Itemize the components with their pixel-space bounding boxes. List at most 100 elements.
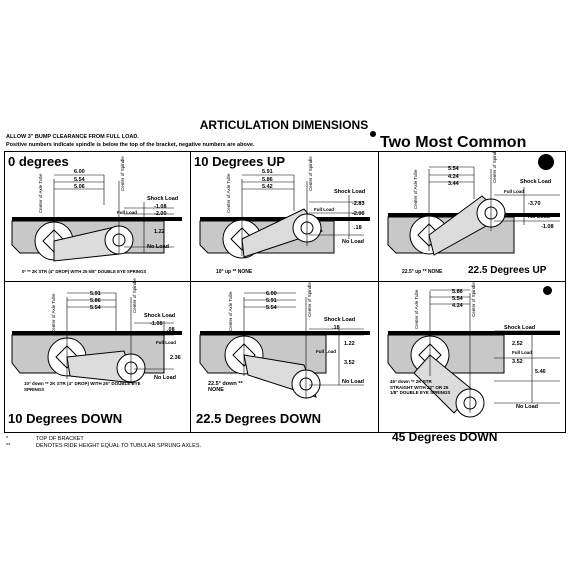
load-value: 3.52 [512,359,523,365]
panel-caption: 22.5° up ** NONE [402,269,443,275]
no-load-label: No Load [147,244,169,250]
dimension-value: 6.00 [266,291,277,297]
axle-tube-label: Center of Axle Tube [51,293,56,333]
panel-heading: 22.5 Degrees UP [468,265,547,276]
grid-frame [4,151,566,433]
spindle-label: Center of Spindle [120,156,125,191]
spindle-label: Center of Spindle [132,278,137,313]
spindle-label: Center of Spindle [492,151,497,183]
articulation-diagram-grid: 0 degrees 6.00 5.54 5.06 Shock Load -1.0… [4,151,566,433]
axle-tube-label: Center of Axle Tube [226,173,231,213]
full-load-label: Full Load [314,207,334,212]
dimension-value: 5.91 [266,298,277,304]
dimension-value: 3.44 [448,181,460,187]
full-load-label: Full Load [156,340,176,345]
footnote-mark: ** [6,443,11,449]
load-value: -1.08 [541,224,554,230]
dimension-value: 5.91 [90,291,101,297]
shock-load-label: Shock Load [520,179,551,185]
panel-caption: 10° down ** 2K STR (4" DROP) WITH 25" DO… [24,381,141,392]
dimension-value: 5.54 [90,305,102,311]
panel-22-5-degrees-up: 5.54 4.24 3.44 Shock Load Full Load -3.7… [387,151,560,276]
load-value: -2.00 [154,211,167,217]
load-value: -2.00 [352,211,365,217]
footnote-text: TOP OF BRACKET [36,436,84,442]
no-load-label: No Load [342,239,364,245]
panel-caption: 45° down ** 2K STR STRAIGHT WITH 22" OR … [390,379,451,395]
load-value: 2.52 [512,341,523,347]
panel-0-degrees: 0 degrees 6.00 5.54 5.06 Shock Load -1.0… [8,154,182,274]
no-load-label: No Load [342,379,364,385]
dimension-value: 5.54 [266,305,278,311]
spindle-label: Center of Spindle [308,156,313,191]
load-value: -2.83 [352,201,365,207]
load-value: -1.08 [150,321,163,327]
load-value: .08 [167,327,175,333]
dimension-value: 5.54 [448,166,460,172]
footnote-mark: * [6,436,9,442]
common-label: Two Most Common [380,134,527,151]
full-load-label: Full Load [512,350,532,355]
dimension-value: 4.24 [452,303,464,309]
panel-22-5-degrees-down: 6.00 5.91 5.54 Shock Load .18 1.22 Full … [196,282,370,426]
panel-45-degrees-down: 5.86 5.54 4.24 Shock Load 2.52 Full Load… [387,282,560,418]
spindle-label: Center of Spindle [307,282,312,317]
panel-caption: 22.5° down ** NONE [208,381,243,393]
marker-dot [543,286,552,295]
frame-rail [200,331,370,335]
load-value: .18 [332,325,340,331]
dimension-value: 6.00 [74,169,85,175]
axle-tube-label: Center of Axle Tube [228,291,233,331]
frame-rail [12,217,182,221]
dimension-value: 4.24 [448,174,460,180]
axle-tube-label: Center of Axle Tube [38,173,43,213]
shock-load-label: Shock Load [144,313,175,319]
axle-tube-label: Center of Axle Tube [414,289,419,329]
shock-load-label: Shock Load [504,325,535,331]
load-value: 1.22 [154,229,165,235]
full-load-label: Full Load [316,349,336,354]
footnote-text: DENOTES RIDE HEIGHT EQUAL TO TUBULAR SPR… [36,443,202,449]
no-load-label: No Load [516,404,538,410]
spindle-label: Center of Spindle [471,282,476,317]
panel-heading: 10 Degrees UP [194,154,285,169]
full-load-label: Full Load [504,189,524,194]
panel-caption: 0° ** 2K STR (4" DROP) WITH 25 5/8" DOUB… [22,269,146,274]
shock-load-label: Shock Load [147,196,178,202]
no-load-label: No Load [154,375,176,381]
marker-dot [538,154,554,170]
panel-heading: 0 degrees [8,154,69,169]
note-sign-convention: Positive numbers indicate spindle is bel… [6,142,255,148]
load-value: -3.70 [528,201,541,207]
dimension-value: 5.91 [262,169,273,175]
marker-dot [370,131,376,137]
full-load-label: Full Load [117,210,137,215]
load-value: 1.22 [344,341,355,347]
load-value: .18 [354,225,362,231]
load-value: -1.08 [154,204,167,210]
dimension-value: 5.42 [262,184,273,190]
load-value: 3.52 [344,360,355,366]
dimension-value: 5.06 [74,184,85,190]
frame-rail [388,331,560,335]
frame-rail [12,331,182,335]
dimension-value: 5.54 [74,177,86,183]
dimension-value: 5.86 [452,289,463,295]
no-load-label: No Load [528,214,550,220]
note-bump-clearance: ALLOW 3" BUMP CLEARANCE FROM FULL LOAD. [6,134,139,140]
shock-load-label: Shock Load [334,189,365,195]
page-title: ARTICULATION DIMENSIONS [199,118,369,132]
panel-heading: 22.5 Degrees DOWN [196,411,321,426]
dimension-value: 5.54 [452,296,464,302]
panel-10-degrees-down: 5.91 5.86 5.54 Shock Load -1.08 .08 Full… [8,278,182,426]
panel-caption: 10° up ** NONE [216,269,253,275]
panel-heading: 10 Degrees DOWN [8,411,122,426]
torsion-arm [66,350,135,384]
panel-heading-45-degrees-down: 45 Degrees DOWN [392,430,498,444]
load-value: 5.46 [535,369,546,375]
panel-10-degrees-up: 10 Degrees UP 5.91 5.86 5.42 Shock Load … [194,154,370,275]
dimension-value: 5.86 [262,177,273,183]
load-value: 2.36 [170,355,181,361]
shock-load-label: Shock Load [324,317,355,323]
axle-tube-label: Center of Axle Tube [413,169,418,209]
